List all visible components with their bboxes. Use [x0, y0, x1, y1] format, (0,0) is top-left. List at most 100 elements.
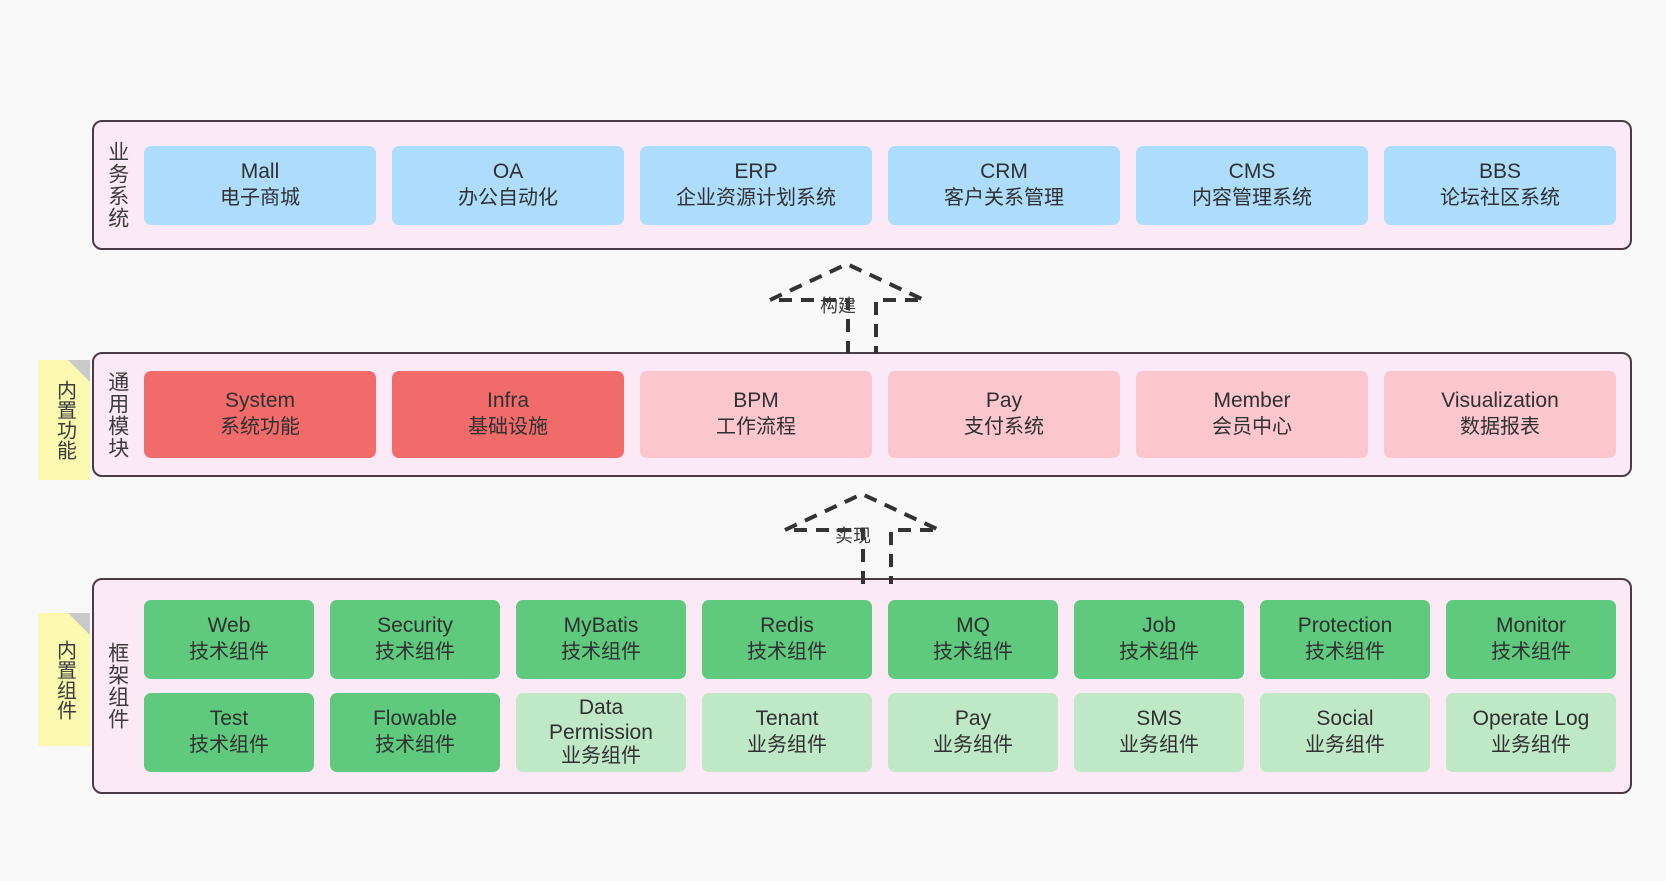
card-title: Web [207, 614, 251, 638]
card-subtitle: 业务组件 [1305, 734, 1385, 757]
card-title: Job [1142, 614, 1176, 638]
card-subtitle: 客户关系管理 [944, 186, 1064, 209]
card-subtitle: 业务组件 [933, 734, 1013, 757]
layer-body-common-module: System 系统功能 Infra 基础设施 BPM 工作流程 Pay 支付系统… [140, 354, 1630, 475]
card-subtitle: 办公自动化 [458, 186, 558, 209]
note-builtin-function: 内置功能 [38, 360, 90, 480]
card-title: System [224, 389, 295, 413]
card-mall[interactable]: Mall 电子商城 [144, 145, 376, 225]
card-bbs[interactable]: BBS 论坛社区系统 [1384, 145, 1616, 225]
card-subtitle: 技术组件 [189, 734, 269, 757]
card-subtitle: 技术组件 [1119, 641, 1199, 664]
card-sms[interactable]: SMS 业务组件 [1074, 693, 1244, 772]
card-subtitle: 内容管理系统 [1192, 186, 1312, 209]
card-subtitle: 技术组件 [1305, 641, 1385, 664]
card-subtitle: 技术组件 [1491, 641, 1571, 664]
note-fold-corner [68, 360, 90, 382]
card-flowable[interactable]: Flowable 技术组件 [330, 693, 500, 772]
card-mq[interactable]: MQ 技术组件 [888, 600, 1058, 679]
card-subtitle: 会员中心 [1212, 416, 1292, 439]
card-subtitle: 技术组件 [933, 641, 1013, 664]
arrow-build: 构建 [760, 261, 950, 354]
card-title: CMS [1228, 159, 1276, 183]
card-oa[interactable]: OA 办公自动化 [392, 145, 624, 225]
card-subtitle: 业务组件 [1119, 734, 1199, 757]
card-subtitle: 电子商城 [220, 186, 300, 209]
card-member[interactable]: Member 会员中心 [1136, 371, 1368, 458]
layer-title-common-module: 通用模块 [105, 370, 129, 459]
card-erp[interactable]: ERP 企业资源计划系统 [640, 145, 872, 225]
card-subtitle: 企业资源计划系统 [676, 186, 836, 209]
card-title: Redis [760, 614, 814, 638]
layer-body-business-system: Mall 电子商城 OA 办公自动化 ERP 企业资源计划系统 CRM 客户关系… [140, 122, 1630, 248]
card-title: BPM [733, 389, 779, 413]
card-title: Infra [486, 389, 530, 413]
card-title: Tenant [755, 707, 819, 731]
card-row-technical: Web 技术组件 Security 技术组件 MyBatis 技术组件 Redi… [144, 600, 1616, 679]
card-title: Flowable [372, 707, 458, 731]
card-system[interactable]: System 系统功能 [144, 371, 376, 458]
layer-common-module: 通用模块 System 系统功能 Infra 基础设施 BPM 工作流程 Pay… [92, 352, 1632, 477]
card-data-permission[interactable]: Data Permission 业务组件 [516, 693, 686, 772]
card-web[interactable]: Web 技术组件 [144, 600, 314, 679]
card-rows: Web 技术组件 Security 技术组件 MyBatis 技术组件 Redi… [144, 586, 1616, 786]
card-title: Member [1213, 389, 1291, 413]
card-subtitle: 业务组件 [561, 745, 641, 768]
card-title: Security [377, 614, 453, 638]
card-subtitle: 基础设施 [468, 416, 548, 439]
card-title: Mall [240, 159, 280, 183]
arrow-build-shape [769, 261, 925, 354]
card-subtitle: 技术组件 [561, 641, 641, 664]
layer-title-framework-component: 框架组件 [105, 642, 129, 730]
card-crm[interactable]: CRM 客户关系管理 [888, 145, 1120, 225]
card-subtitle: 业务组件 [747, 734, 827, 757]
card-subtitle: 业务组件 [1491, 734, 1571, 757]
card-infra[interactable]: Infra 基础设施 [392, 371, 624, 458]
card-job[interactable]: Job 技术组件 [1074, 600, 1244, 679]
card-operate-log[interactable]: Operate Log 业务组件 [1446, 693, 1616, 772]
card-tenant[interactable]: Tenant 业务组件 [702, 693, 872, 772]
card-title: Operate Log [1472, 707, 1590, 731]
layer-business-system: 业务系统 Mall 电子商城 OA 办公自动化 ERP 企业资源计划系统 CRM… [92, 120, 1632, 250]
card-title: Monitor [1495, 614, 1567, 638]
card-subtitle: 技术组件 [375, 734, 455, 757]
card-subtitle: 支付系统 [964, 416, 1044, 439]
card-pay[interactable]: Pay 支付系统 [888, 371, 1120, 458]
card-title: SMS [1136, 707, 1182, 731]
card-title: MyBatis [563, 614, 639, 638]
card-subtitle: 工作流程 [716, 416, 796, 439]
note-label: 内置组件 [53, 639, 76, 720]
card-pay-business[interactable]: Pay 业务组件 [888, 693, 1058, 772]
note-builtin-component: 内置组件 [38, 613, 90, 746]
arrow-implement-shape [784, 491, 940, 584]
card-subtitle: 技术组件 [189, 641, 269, 664]
card-row: Mall 电子商城 OA 办公自动化 ERP 企业资源计划系统 CRM 客户关系… [144, 145, 1616, 225]
card-title: Data Permission [549, 695, 653, 744]
card-title: Pay [985, 389, 1023, 413]
card-cms[interactable]: CMS 内容管理系统 [1136, 145, 1368, 225]
card-visualization[interactable]: Visualization 数据报表 [1384, 371, 1616, 458]
card-subtitle: 技术组件 [375, 641, 455, 664]
card-bpm[interactable]: BPM 工作流程 [640, 371, 872, 458]
card-subtitle: 论坛社区系统 [1440, 186, 1560, 209]
card-title: Test [209, 707, 249, 731]
card-security[interactable]: Security 技术组件 [330, 600, 500, 679]
card-mybatis[interactable]: MyBatis 技术组件 [516, 600, 686, 679]
card-title: MQ [956, 614, 990, 638]
card-title: Protection [1297, 614, 1393, 638]
note-fold-corner [68, 613, 90, 635]
card-subtitle: 技术组件 [747, 641, 827, 664]
card-subtitle: 系统功能 [220, 416, 300, 439]
card-social[interactable]: Social 业务组件 [1260, 693, 1430, 772]
card-redis[interactable]: Redis 技术组件 [702, 600, 872, 679]
layer-framework-component: 框架组件 Web 技术组件 Security 技术组件 MyBatis 技术组件 [92, 578, 1632, 794]
card-monitor[interactable]: Monitor 技术组件 [1446, 600, 1616, 679]
card-title: Social [1316, 707, 1374, 731]
card-subtitle: 数据报表 [1460, 416, 1540, 439]
layer-title-business-system: 业务系统 [105, 141, 129, 229]
card-title: Pay [954, 707, 992, 731]
card-protection[interactable]: Protection 技术组件 [1260, 600, 1430, 679]
card-test[interactable]: Test 技术组件 [144, 693, 314, 772]
card-row: System 系统功能 Infra 基础设施 BPM 工作流程 Pay 支付系统… [144, 371, 1616, 458]
